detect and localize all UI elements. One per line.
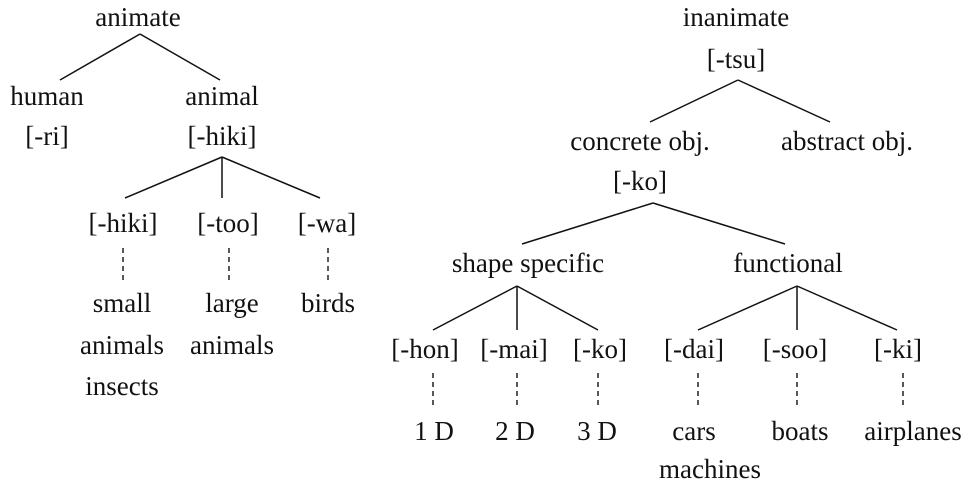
functional-label: functional xyxy=(733,248,842,278)
too-suffix: [-too] xyxy=(197,208,258,238)
mai-example: 2 D xyxy=(495,416,535,446)
inanimate-root-suffix: [-tsu] xyxy=(707,44,765,74)
edge-inanimate-concrete xyxy=(649,79,739,123)
ki-suffix: [-ki] xyxy=(874,334,922,364)
concrete-suffix: [-ko] xyxy=(613,166,667,196)
edge-animate-animal xyxy=(139,33,221,81)
edge-animal-wa xyxy=(221,156,321,199)
ko-suffix: [-ko] xyxy=(573,334,627,364)
wa-suffix: [-wa] xyxy=(298,208,356,238)
too-example-2: animals xyxy=(190,330,274,360)
soo-example: boats xyxy=(772,416,829,446)
hon-suffix: [-hon] xyxy=(391,334,458,364)
hiki-example-3: insects xyxy=(85,371,159,401)
ko-example: 3 D xyxy=(577,416,617,446)
dai-suffix: [-dai] xyxy=(664,334,724,364)
abstract-label: abstract obj. xyxy=(781,126,913,156)
concrete-label: concrete obj. xyxy=(570,126,709,156)
inanimate-root-label: inanimate xyxy=(683,2,789,32)
edge-shape-ko xyxy=(516,285,599,331)
hiki-example-1: small xyxy=(93,288,152,318)
edge-concrete-shape xyxy=(521,202,654,245)
human-suffix: [-ri] xyxy=(25,121,68,151)
dai-example-1: cars xyxy=(672,416,715,446)
edge-animate-human xyxy=(59,33,141,81)
hon-example: 1 D xyxy=(414,416,454,446)
edge-animal-hiki xyxy=(124,156,223,199)
wa-example-1: birds xyxy=(301,288,355,318)
edge-shape-hon xyxy=(432,285,518,331)
animal-suffix: [-hiki] xyxy=(188,121,257,151)
hiki-example-2: animals xyxy=(80,330,164,360)
too-example-1: large xyxy=(205,288,258,318)
soo-suffix: [-soo] xyxy=(763,334,827,364)
edge-functional-ki xyxy=(796,285,898,331)
animate-tree: animate human [-ri] animal [-hiki] [-hik… xyxy=(10,2,356,401)
mai-suffix: [-mai] xyxy=(480,334,547,364)
human-label: human xyxy=(10,81,84,111)
hiki-suffix: [-hiki] xyxy=(89,208,158,238)
shape-specific-label: shape specific xyxy=(452,248,604,278)
dai-example-2: machines xyxy=(659,454,761,484)
animal-label: animal xyxy=(185,81,258,111)
edge-concrete-functional xyxy=(652,202,786,245)
edge-inanimate-abstract xyxy=(737,79,831,123)
ki-example: airplanes xyxy=(864,416,961,446)
edge-functional-dai xyxy=(697,285,798,331)
animate-root-label: animate xyxy=(95,2,180,32)
inanimate-tree: inanimate [-tsu] concrete obj. [-ko] abs… xyxy=(391,2,961,484)
